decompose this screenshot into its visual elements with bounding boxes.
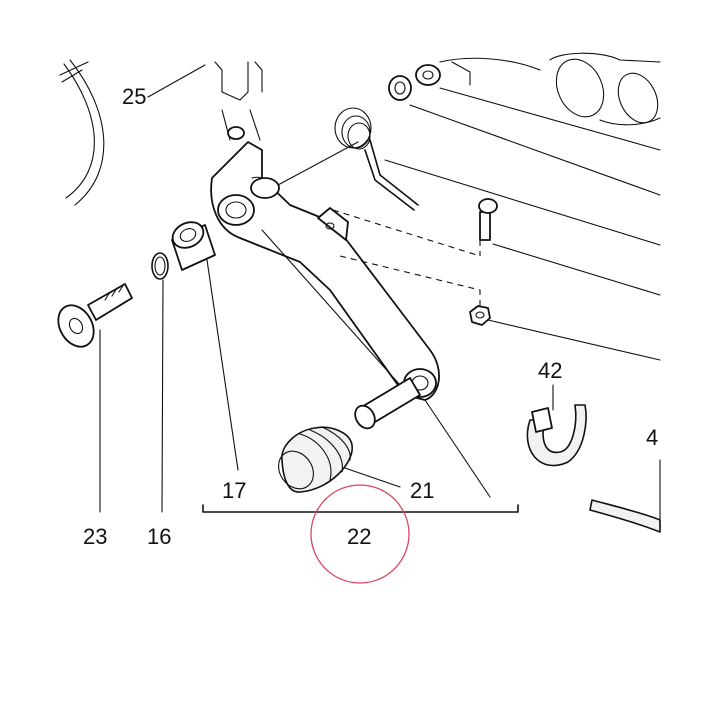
background-cable: [59, 59, 105, 206]
cable-tie: [526, 404, 587, 467]
callout-22: 22: [347, 524, 371, 549]
highlight-circle: [310, 484, 410, 584]
small-bolt: [478, 198, 498, 241]
rubber-boot: [278, 426, 353, 493]
top-bracket: [214, 61, 263, 141]
foot-peg: [354, 377, 421, 430]
callout-21: 21: [410, 478, 434, 503]
assembly-dashed-lines: [332, 209, 481, 306]
leader-lines: [99, 64, 661, 531]
callout-25: 25: [122, 84, 146, 109]
gear-pedal-lever: [210, 141, 440, 401]
callout-17: 17: [222, 478, 246, 503]
top-washers: [388, 64, 441, 101]
engine-housing-outline: [439, 52, 661, 126]
callout-16: 16: [147, 524, 171, 549]
nut: [469, 305, 491, 326]
assembly-bracket: [202, 504, 519, 513]
callout-4: 4: [646, 425, 658, 450]
bushing: [171, 221, 216, 271]
callout-23: 23: [83, 524, 107, 549]
pivot-bolt: [57, 283, 133, 348]
return-spring: [334, 107, 419, 211]
callout-42: 42: [538, 358, 562, 383]
cable-tie-partial: [589, 499, 661, 533]
circlip: [151, 252, 169, 280]
